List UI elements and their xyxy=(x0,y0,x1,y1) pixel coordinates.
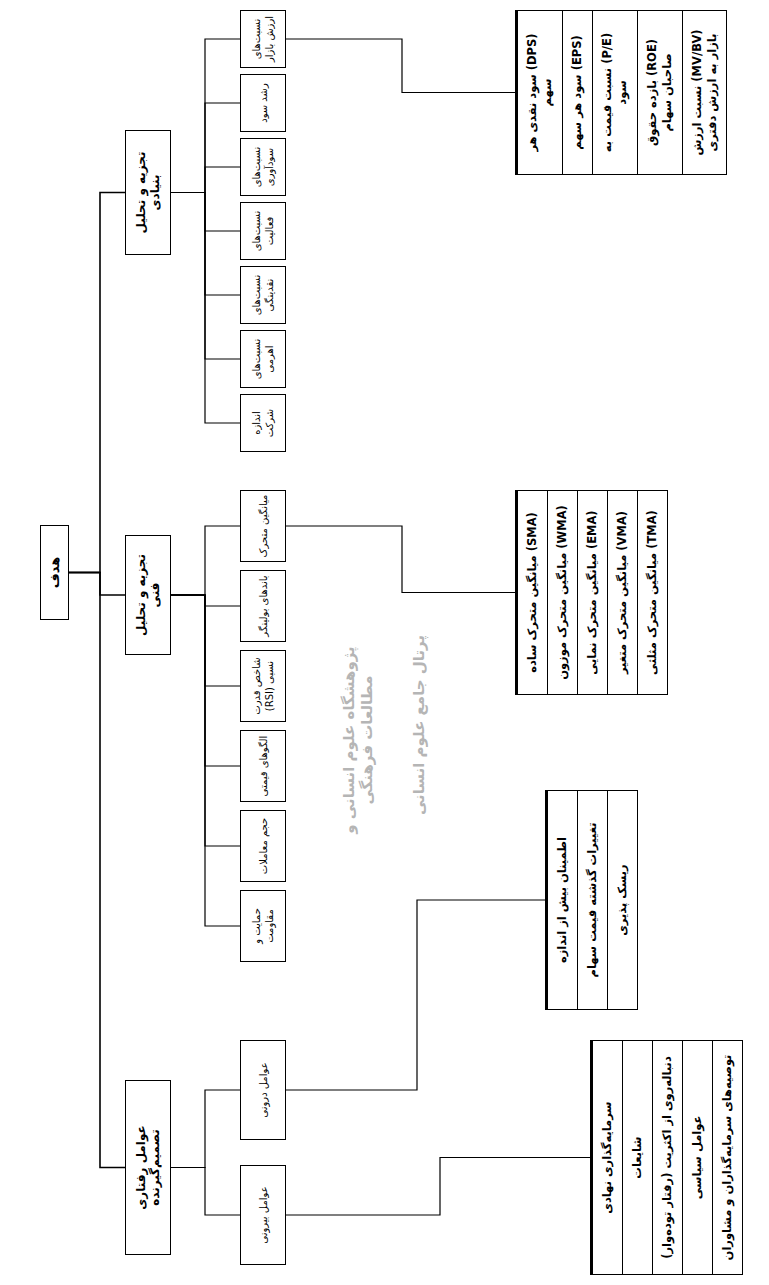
node-label: نسبت‌های اهرمی xyxy=(250,334,276,384)
subcriterion-box: حجم معاملات xyxy=(240,810,286,882)
indicator-list: (SMA) میانگین متحرک ساده(WMA) میانگین مت… xyxy=(515,490,668,695)
indicator-text: (SMA) میانگین متحرک ساده xyxy=(518,491,548,694)
subcriterion-box: رشد سود xyxy=(240,74,286,132)
subcriterion-box: نسبت‌های سودآوری xyxy=(240,138,286,196)
subcriterion-box: نسبت‌های فعالیت xyxy=(240,202,286,260)
tree-connector xyxy=(171,1090,240,1168)
indicator-list: اطمینان بیش از اندازهتغییرات گذشته قیمت … xyxy=(545,790,638,1010)
indicator-text: (TMA) میانگین متحرک مثلثی xyxy=(638,491,667,694)
node-label: هدف xyxy=(47,530,62,615)
indicator-text: (EMA) میانگین متحرک نمایی xyxy=(578,491,608,694)
node-label: نسبت‌های ارزش بازار xyxy=(250,14,276,64)
watermark-text: پرتال جامع علوم انسانی xyxy=(410,615,428,835)
node-label: عوامل درونی xyxy=(257,1062,270,1117)
tree-connector xyxy=(171,103,240,193)
tree-connector xyxy=(286,39,515,93)
indicator-text: (EPS) سود هر سهم xyxy=(563,11,593,174)
subcriterion-box: عوامل بیرونی xyxy=(240,1165,286,1265)
indicator-text: (VMA) میانگین متحرک متغیر xyxy=(608,491,638,694)
node-label: رشد سود xyxy=(257,83,270,123)
node-label: حجم معاملات xyxy=(257,818,270,874)
indicator-text: سرمایه‌گذاری نهادی xyxy=(593,1041,623,1274)
tree-connector xyxy=(171,39,240,193)
node-label: شاخص قدرت نسبی (RSI) xyxy=(250,654,276,718)
node-label: میانگین متحرک xyxy=(257,495,270,558)
tree-connector xyxy=(69,573,125,1168)
tree-connector xyxy=(286,1158,590,1216)
tree-connector xyxy=(69,193,125,573)
indicator-text: عوامل سیاسی xyxy=(683,1041,713,1274)
indicator-text: (DPS) سود نقدی هر سهم xyxy=(518,11,563,174)
tree-connector xyxy=(286,526,515,593)
node-label: اندازه شرکت xyxy=(250,398,276,448)
indicator-list: سرمایه‌گذاری نهادیشایعاتدنباله‌روی از اک… xyxy=(590,1040,743,1275)
tree-connector xyxy=(171,526,240,595)
subcriterion-box: نسبت‌های نقدینگی xyxy=(240,266,286,324)
indicator-text: (MV/BV) نسبت ارزش بازار به ارزش دفتری xyxy=(683,11,727,174)
node-label: حمایت و مقاومت xyxy=(250,894,276,958)
node-label: عوامل رفتاری تصمیم‌گیرنده xyxy=(134,1087,162,1248)
criterion-box: عوامل رفتاری تصمیم‌گیرنده xyxy=(125,1080,171,1255)
subcriterion-box: نسبت‌های ارزش بازار xyxy=(240,10,286,68)
indicator-text: شایعات xyxy=(623,1041,653,1274)
node-label: نسبت‌های فعالیت xyxy=(250,206,276,256)
tree-connector xyxy=(286,900,545,1090)
node-label: عوامل بیرونی xyxy=(257,1186,270,1243)
tree-connector xyxy=(171,167,240,193)
watermark-text: پژوهشگاه علوم انسانی و مطالعات فرهنگی xyxy=(340,615,376,865)
indicator-text: (P/E) نسبت قیمت به سود xyxy=(593,11,638,174)
subcriterion-box: حمایت و مقاومت xyxy=(240,890,286,962)
tree-connector xyxy=(171,595,240,926)
subcriterion-box: باندهای بولینگر xyxy=(240,570,286,642)
indicator-text: دنباله‌روی از اکثریت (رفتار توده‌وار) xyxy=(653,1041,683,1274)
subcriterion-box: عوامل درونی xyxy=(240,1040,286,1140)
indicator-text: (ROE) بازده حقوق صاحبان سهام xyxy=(638,11,683,174)
node-label: تجزیه و تحلیل فنی xyxy=(134,542,162,648)
subcriterion-box: شاخص قدرت نسبی (RSI) xyxy=(240,650,286,722)
criterion-box: تجزیه و تحلیل فنی xyxy=(125,535,171,655)
indicator-text: ریسک پذیری xyxy=(608,791,637,1009)
indicator-text: (WMA) میانگین متحرک موزون xyxy=(548,491,578,694)
criterion-box: تجزیه و تحلیل بنیادی xyxy=(125,130,171,255)
indicator-text: اطمینان بیش از اندازه xyxy=(548,791,578,1009)
indicator-text: تغییرات گذشته قیمت سهام xyxy=(578,791,608,1009)
goal-box: هدف xyxy=(40,525,69,620)
node-label: باندهای بولینگر xyxy=(257,575,270,636)
node-label: نسبت‌های نقدینگی xyxy=(250,270,276,320)
node-label: الگوهای قیمتی xyxy=(257,736,270,797)
indicator-text: توصیه‌های سرمایه‌گذاران و مشاوران xyxy=(713,1041,742,1274)
tree-connector xyxy=(69,573,125,596)
tree-connector xyxy=(171,1168,240,1216)
node-label: نسبت‌های سودآوری xyxy=(250,142,276,192)
subcriterion-box: نسبت‌های اهرمی xyxy=(240,330,286,388)
subcriterion-box: اندازه شرکت xyxy=(240,394,286,452)
node-label: تجزیه و تحلیل بنیادی xyxy=(134,137,162,248)
indicator-list: (DPS) سود نقدی هر سهم(EPS) سود هر سهم(P/… xyxy=(515,10,727,175)
subcriterion-box: الگوهای قیمتی xyxy=(240,730,286,802)
tree-connector xyxy=(171,193,240,424)
subcriterion-box: میانگین متحرک xyxy=(240,490,286,562)
